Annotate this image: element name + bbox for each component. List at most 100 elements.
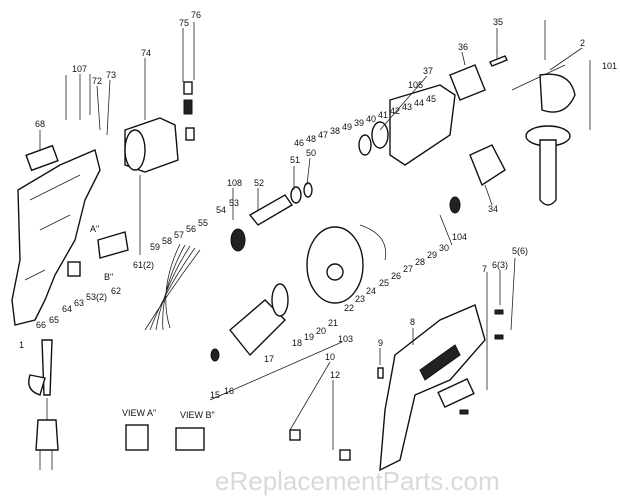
view-a-detail — [125, 424, 149, 451]
part-label: 61(2) — [133, 260, 154, 270]
brush-holder-part[interactable] — [183, 81, 193, 95]
part-label: 27 — [403, 264, 413, 274]
part-label: 54 — [216, 205, 226, 215]
switch-part[interactable] — [97, 231, 129, 259]
bearing-part[interactable] — [290, 186, 302, 204]
part-label: 19 — [304, 332, 314, 342]
brush-part[interactable] — [339, 449, 351, 461]
brush-holder-part[interactable] — [185, 127, 195, 141]
part-label: 107 — [72, 64, 87, 74]
part-label: 5(6) — [512, 246, 528, 256]
part-labels: 107 72 73 74 75 76 68 108 52 51 50 55 56… — [19, 10, 617, 420]
part-label: 42 — [390, 106, 400, 116]
view-b-label: VIEW B" — [180, 410, 215, 420]
part-label: 76 — [191, 10, 201, 20]
front-housing-part[interactable] — [358, 84, 456, 166]
part-label: 10 — [325, 352, 335, 362]
part-label: 66 — [36, 320, 46, 330]
part-label: 47 — [318, 130, 328, 140]
bearing-part[interactable] — [303, 182, 313, 198]
label-plate-part[interactable] — [25, 144, 59, 172]
part-label: 45 — [426, 94, 436, 104]
part-label: 8 — [410, 317, 415, 327]
part-label: 53(2) — [86, 292, 107, 302]
handle-housing-part[interactable] — [379, 304, 486, 472]
part-label: 34 — [488, 204, 498, 214]
part-label: 56 — [186, 224, 196, 234]
rear-housing-part[interactable] — [11, 149, 101, 326]
part-label: 17 — [264, 354, 274, 364]
stator-part[interactable] — [124, 117, 179, 173]
part-label: 59 — [150, 242, 160, 252]
part-label: 64 — [62, 304, 72, 314]
part-label: 6(3) — [492, 260, 508, 270]
screw-part[interactable] — [494, 309, 504, 315]
part-label: 44 — [414, 98, 424, 108]
part-label: 51 — [290, 155, 300, 165]
part-label: 104 — [452, 232, 467, 242]
part-label: 30 — [439, 243, 449, 253]
part-label: 65 — [49, 315, 59, 325]
part-label: 58 — [162, 236, 172, 246]
intermediate-gear-part[interactable] — [449, 196, 461, 214]
carbon-brush-part[interactable] — [183, 99, 193, 115]
part-label: 55 — [198, 218, 208, 228]
part-label: 68 — [35, 119, 45, 129]
o-ring-part — [359, 224, 387, 261]
part-label: 16 — [224, 386, 234, 396]
part-label: 57 — [174, 230, 184, 240]
part-label: B" — [104, 272, 113, 282]
part-label: 101 — [602, 61, 617, 71]
screw-part[interactable] — [494, 334, 504, 340]
part-label: 37 — [423, 66, 433, 76]
gear-cover-part[interactable] — [469, 144, 506, 187]
part-label: 39 — [354, 118, 364, 128]
part-label: 103 — [338, 334, 353, 344]
gear-part[interactable] — [230, 228, 246, 252]
part-label: 63 — [74, 298, 84, 308]
part-label: 41 — [378, 110, 388, 120]
part-label: 36 — [458, 42, 468, 52]
part-label: 108 — [227, 178, 242, 188]
part-label: 46 — [294, 138, 304, 148]
part-label: 1 — [19, 340, 24, 350]
part-label: A" — [90, 224, 99, 234]
spindle-part[interactable] — [248, 194, 294, 226]
part-label: 18 — [292, 338, 302, 348]
part-label: 43 — [402, 102, 412, 112]
leader-lines — [39, 22, 591, 450]
part-label: 22 — [344, 303, 354, 313]
name-plate-part[interactable] — [437, 378, 475, 408]
screw-part[interactable] — [459, 409, 469, 415]
part-label: 23 — [355, 294, 365, 304]
part-label: 29 — [427, 250, 437, 260]
watermark: eReplacementParts.com — [215, 466, 500, 496]
chuck-part[interactable] — [449, 64, 486, 101]
part-label: 40 — [366, 114, 376, 124]
armature-part[interactable] — [210, 283, 289, 362]
part-label: 25 — [379, 278, 389, 288]
part-label: 28 — [415, 257, 425, 267]
part-label: 53 — [229, 198, 239, 208]
part-label: 75 — [179, 18, 189, 28]
part-label: 12 — [330, 370, 340, 380]
part-label: 21 — [328, 318, 338, 328]
part-label: 26 — [391, 271, 401, 281]
brush-part[interactable] — [289, 429, 301, 441]
part-label: 48 — [306, 134, 316, 144]
power-cord-part[interactable] — [28, 339, 59, 470]
view-b-detail — [175, 427, 205, 451]
part-label: 20 — [316, 326, 326, 336]
part-label: 35 — [493, 17, 503, 27]
view-a-label: VIEW A" — [122, 408, 156, 418]
pin-part[interactable] — [377, 367, 384, 379]
gear-case-part[interactable] — [306, 226, 364, 304]
part-label: 7 — [482, 264, 487, 274]
part-label: 9 — [378, 338, 383, 348]
lead-wires-part[interactable] — [144, 243, 201, 331]
part-label: 2 — [580, 38, 585, 48]
side-handle-part[interactable] — [511, 20, 576, 206]
chuck-key-part[interactable] — [489, 55, 508, 67]
capacitor-part[interactable] — [67, 261, 81, 277]
